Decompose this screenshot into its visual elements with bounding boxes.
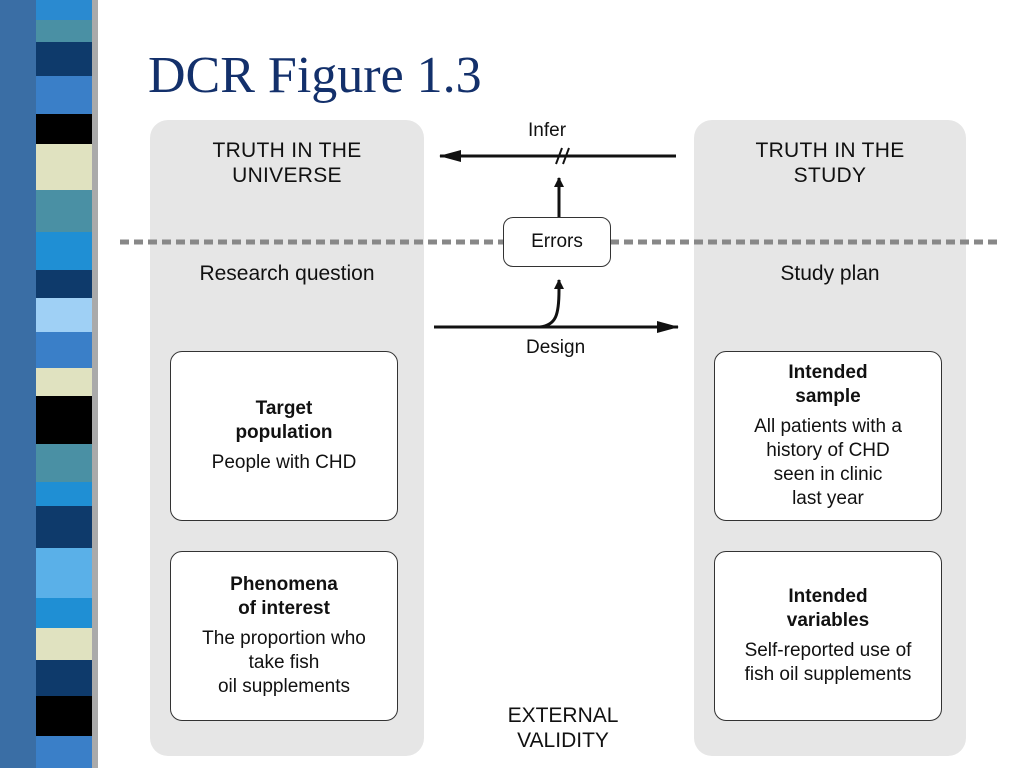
design-label: Design (526, 337, 586, 358)
research-question-label: Research question (199, 262, 375, 285)
truth-in-study-panel: TRUTH IN THE STUDY Study plan Intended s… (694, 120, 966, 756)
card-body: All patients with a history of CHD seen … (754, 416, 902, 509)
infer-label: Infer (528, 120, 567, 141)
infer-break-mark (555, 147, 563, 165)
design-to-errors-arrow (539, 279, 564, 329)
card-body: People with CHD (211, 452, 357, 473)
study-plan-label: Study plan (780, 262, 880, 285)
truth-in-universe-panel: TRUTH IN THE UNIVERSE Research question … (150, 120, 424, 756)
card-body: Self-reported use of fish oil supplement… (744, 640, 912, 685)
slide-title: DCR Figure 1.3 (148, 47, 482, 104)
panel-heading: TRUTH IN THE UNIVERSE (212, 139, 362, 187)
card-title: Intended sample (788, 362, 868, 407)
target-population-card: Target population People with CHD (170, 351, 398, 521)
phenomena-of-interest-card: Phenomena of interest The proportion who… (170, 551, 398, 721)
intended-sample-card: Intended sample All patients with a hist… (714, 351, 942, 521)
intended-variables-card: Intended variables Self-reported use of … (714, 551, 942, 721)
infer-break-mark (562, 147, 570, 165)
decorative-stripe-bar (0, 0, 112, 768)
errors-box: Errors (503, 217, 611, 267)
card-title: Target population (235, 398, 333, 443)
panel-heading: TRUTH IN THE STUDY (755, 139, 905, 187)
card-title: Phenomena of interest (230, 574, 338, 619)
card-title: Intended variables (786, 586, 870, 631)
external-validity-label: EXTERNAL VALIDITY (507, 704, 619, 752)
card-body: The proportion who take fish oil supplem… (202, 628, 366, 697)
